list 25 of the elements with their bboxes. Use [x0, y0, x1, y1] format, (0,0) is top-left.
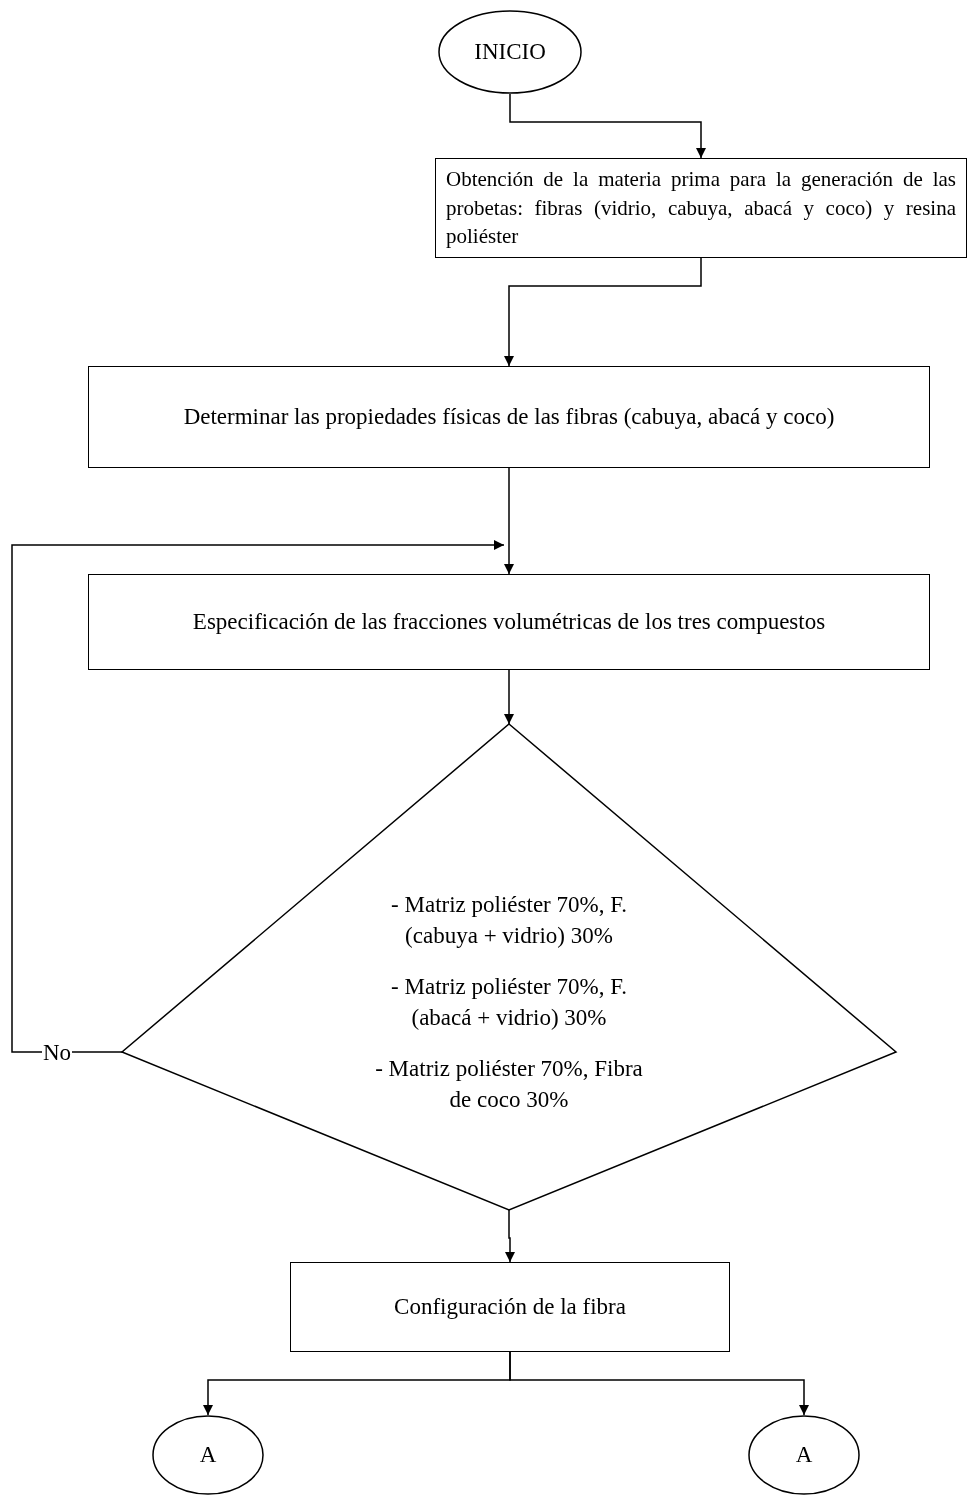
process-box [88, 366, 930, 468]
connector-circle [152, 1415, 264, 1495]
arrow [503, 467, 515, 575]
node-text: - Matriz poliéster 70%, F. (cabuya + vidrio) 30% [390, 890, 628, 950]
decision-diamond [122, 724, 896, 1210]
arrow [509, 1351, 810, 1416]
process-box [290, 1262, 730, 1352]
arrow [509, 93, 707, 159]
node-text: A [795, 1441, 813, 1470]
terminal-ellipse [438, 10, 582, 94]
node-text: A [199, 1441, 217, 1470]
node-text: - Matriz poliéster 70%, F. (abacá + vidrio) 30% [390, 972, 628, 1032]
node-text: Obtención de la materia prima para la generación de las probetas: fibras (vidrio, cabuya, abacá y coco) y resina poliéster [446, 166, 956, 251]
process-box [435, 158, 967, 258]
connector-circle [748, 1415, 860, 1495]
node-text: Especificación de las fracciones volumétricas de los tres compuestos [192, 608, 826, 637]
process-box [88, 574, 930, 670]
node-text: Determinar las propiedades físicas de las fibras (cabuya, abacá y coco) [183, 403, 835, 432]
node-text: - Matriz poliéster 70%, Fibra de coco 30% [374, 1055, 644, 1115]
node-text: INICIO [474, 38, 546, 67]
arrow [503, 257, 702, 367]
arrow [11, 539, 505, 1053]
arrow [503, 669, 515, 725]
node-text: Configuración de la fibra [394, 1293, 626, 1322]
arrow [504, 1209, 516, 1263]
